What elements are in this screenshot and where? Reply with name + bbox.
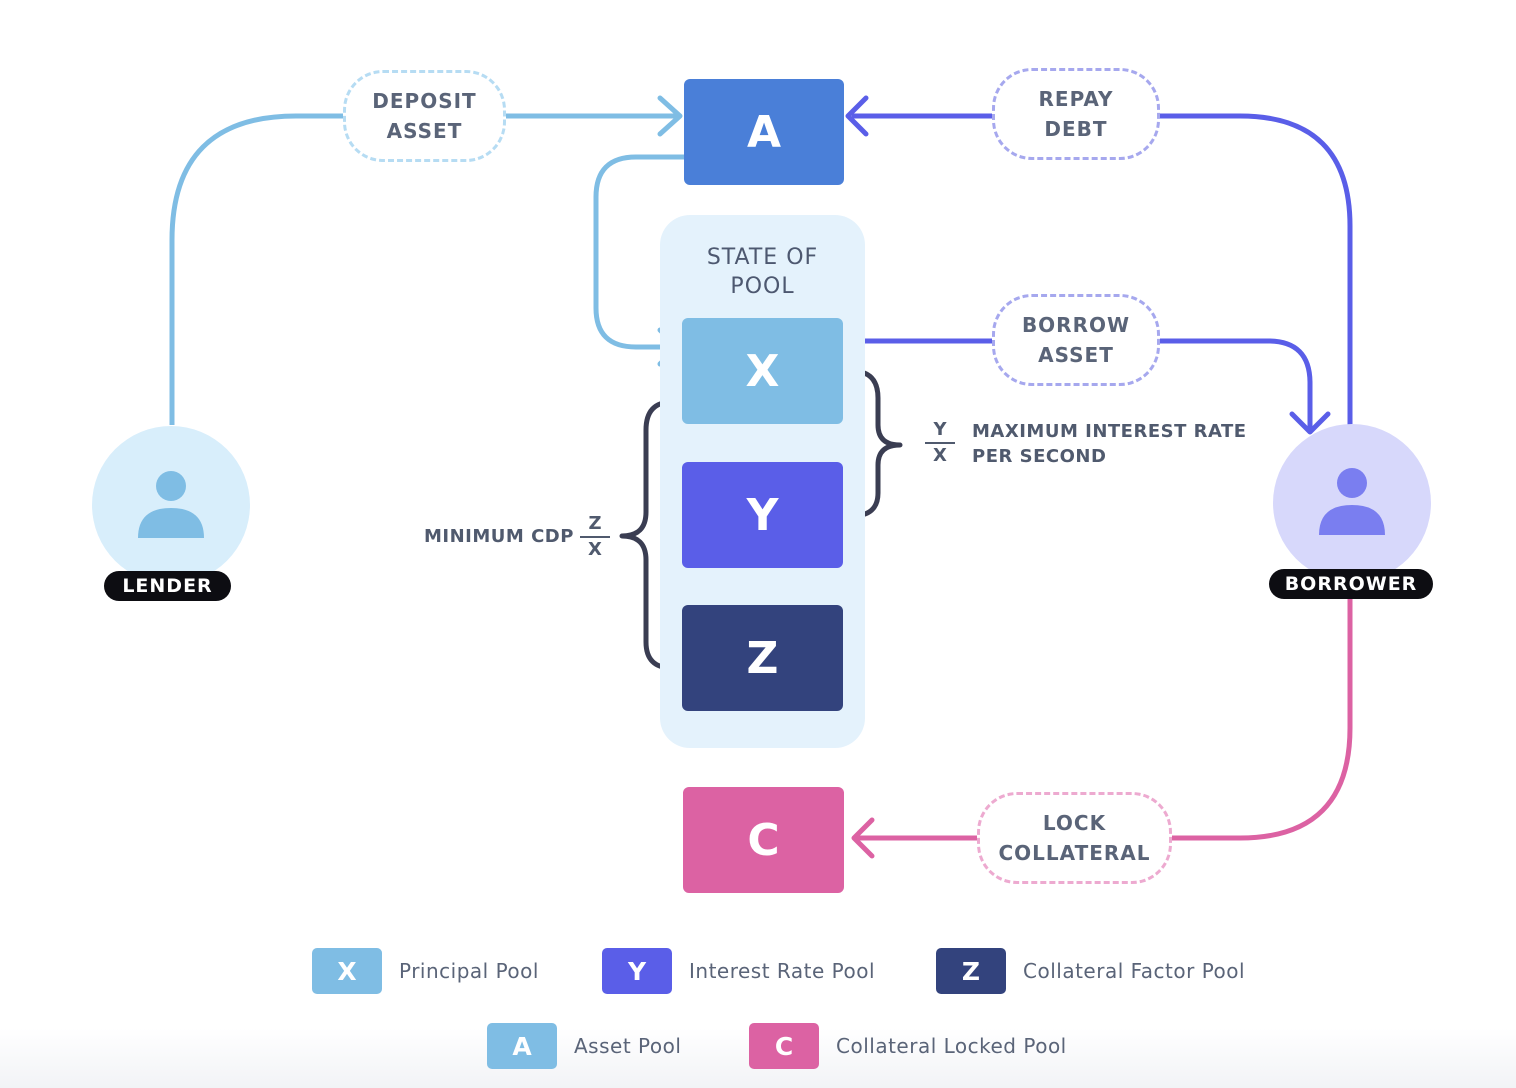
asset-pool-box: A bbox=[684, 79, 844, 185]
deposit-arrowhead bbox=[657, 95, 683, 137]
min-cdp-fraction: Z X bbox=[580, 513, 610, 561]
fraction-denominator: X bbox=[588, 539, 602, 560]
repay-debt-pill: REPAY DEBT bbox=[992, 68, 1160, 160]
legend-swatch: A bbox=[487, 1023, 557, 1069]
fraction-bar bbox=[580, 536, 610, 538]
fraction-numerator: Y bbox=[933, 419, 947, 440]
max-rate-fraction: Y X bbox=[925, 419, 955, 467]
principal-pool-box: X bbox=[682, 318, 843, 424]
legend-swatch: C bbox=[749, 1023, 819, 1069]
lock-flow-line bbox=[856, 598, 1353, 841]
legend-label: Principal Pool bbox=[399, 959, 539, 983]
borrower-label: BORROWER bbox=[1269, 569, 1433, 599]
legend-swatch: Y bbox=[602, 948, 672, 994]
deposit-asset-pill: DEPOSIT ASSET bbox=[343, 70, 506, 162]
interest-rate-pool-box: Y bbox=[682, 462, 843, 568]
pool-state-label: STATE OF POOL bbox=[706, 245, 819, 299]
legend-label: Asset Pool bbox=[574, 1034, 682, 1058]
asset-to-principal-line bbox=[593, 154, 684, 350]
person-icon bbox=[138, 471, 204, 538]
legend-item-interest-rate: Y Interest Rate Pool bbox=[602, 948, 875, 994]
legend-item-collateral-factor: Z Collateral Factor Pool bbox=[936, 948, 1245, 994]
max-rate-label-line2: PER SECOND bbox=[972, 446, 1107, 467]
legend-item-asset: A Asset Pool bbox=[487, 1023, 681, 1069]
repay-arrowhead bbox=[845, 95, 869, 137]
legend-item-principal: X Principal Pool bbox=[312, 948, 539, 994]
lender-label: LENDER bbox=[104, 571, 231, 601]
repay-flow-line bbox=[852, 113, 1353, 425]
borrower-avatar bbox=[1273, 424, 1431, 582]
borrow-asset-pill: BORROW ASSET bbox=[992, 294, 1160, 386]
min-cdp-label: MINIMUM CDP bbox=[424, 526, 574, 547]
legend-swatch: Z bbox=[936, 948, 1006, 994]
lock-collateral-pill: LOCK COLLATERAL bbox=[977, 792, 1172, 884]
fraction-bar bbox=[925, 442, 955, 444]
legend-swatch: X bbox=[312, 948, 382, 994]
lender-avatar bbox=[92, 426, 250, 584]
person-icon bbox=[1319, 468, 1385, 535]
deposit-flow-line bbox=[169, 113, 678, 425]
legend-label: Collateral Factor Pool bbox=[1023, 959, 1246, 983]
legend-item-collateral-locked: C Collateral Locked Pool bbox=[749, 1023, 1067, 1069]
legend-label: Interest Rate Pool bbox=[689, 959, 876, 983]
collateral-locked-pool-box: C bbox=[683, 787, 844, 893]
fraction-numerator: Z bbox=[588, 513, 602, 534]
borrow-arrowhead bbox=[1289, 411, 1331, 435]
collateral-factor-pool-box: Z bbox=[682, 605, 843, 711]
fraction-denominator: X bbox=[933, 445, 947, 466]
legend-label: Collateral Locked Pool bbox=[836, 1034, 1067, 1058]
min-cdp-brace bbox=[619, 399, 673, 671]
max-rate-label-line1: MAXIMUM INTEREST RATE bbox=[972, 421, 1247, 442]
borrow-flow-line bbox=[844, 338, 1313, 430]
max-rate-brace bbox=[851, 368, 903, 519]
lock-arrowhead bbox=[851, 817, 875, 859]
